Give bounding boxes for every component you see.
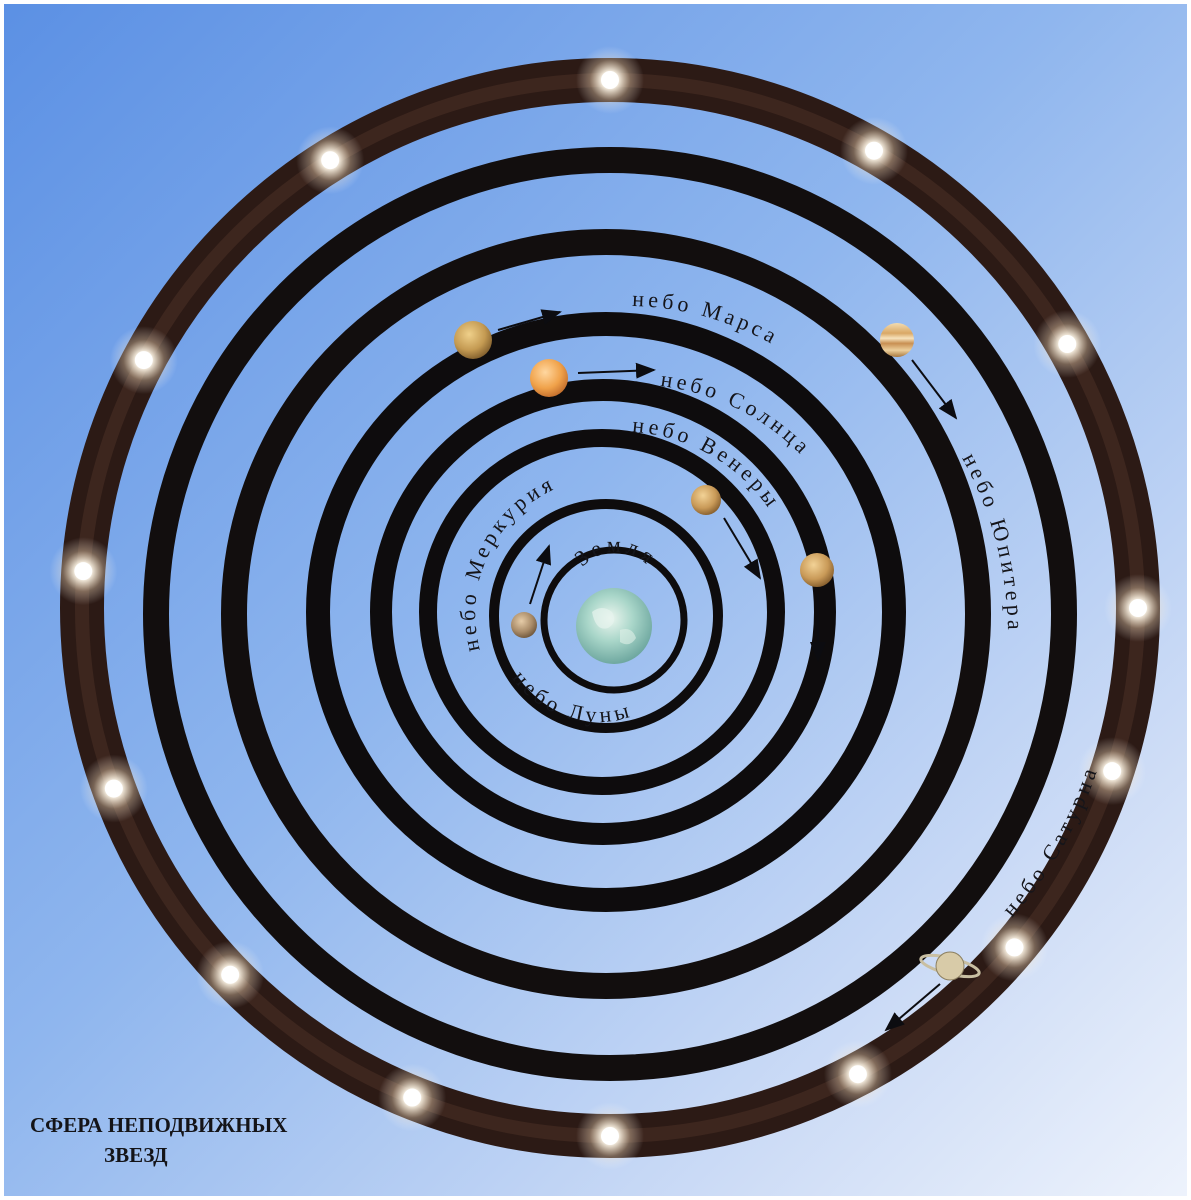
star (221, 966, 239, 984)
mars-planet (454, 321, 492, 359)
star (1005, 938, 1023, 956)
star (74, 562, 92, 580)
venus-planet-2 (800, 553, 834, 587)
jupiter-planet (880, 323, 914, 357)
star (321, 151, 339, 169)
star (1058, 335, 1076, 353)
star (105, 780, 123, 798)
earth-globe (576, 588, 652, 664)
caption-line-2: ЗВЕЗД (104, 1143, 168, 1167)
sun-planet (530, 359, 568, 397)
star (865, 142, 883, 160)
venus-planet (691, 485, 721, 515)
caption-line-1: СФЕРА НЕПОДВИЖНЫХ (30, 1113, 287, 1137)
star (135, 351, 153, 369)
earth (576, 588, 652, 664)
star (849, 1065, 867, 1083)
star (1129, 599, 1147, 617)
star (403, 1089, 421, 1107)
star (1103, 762, 1121, 780)
mercury-planet (511, 612, 537, 638)
star (601, 1127, 619, 1145)
star (601, 71, 619, 89)
